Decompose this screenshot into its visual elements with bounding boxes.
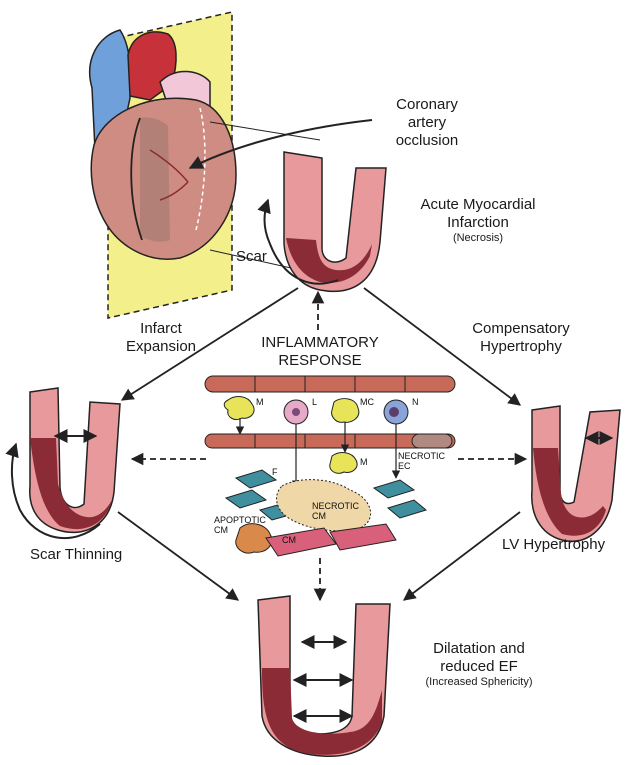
lymphocyte-nucleus <box>292 408 300 416</box>
coronary-line-3: occlusion <box>372 132 482 150</box>
lv-hypertrophy-label: LV Hypertrophy <box>502 536 605 554</box>
cell-label-necrotic-cm: NECROTIC CM <box>312 502 359 522</box>
coronary-line-2: artery <box>372 114 482 132</box>
cell-label-cm: CM <box>282 536 296 546</box>
lv-dilatation <box>258 596 390 756</box>
mast-cell <box>332 399 359 423</box>
arrow-hypertrophy-to-dilatation <box>404 512 520 600</box>
lv-acute-infarction <box>265 152 387 291</box>
infarct-expansion-line-1: Infarct <box>106 320 216 338</box>
necrotic-cm-line-2: CM <box>312 512 359 522</box>
compensatory-line-2: Hypertrophy <box>456 338 586 356</box>
apoptotic-cm-line-2: CM <box>214 526 266 536</box>
cell-label-necrotic-ec: NECROTIC EC <box>398 452 445 472</box>
macrophage-2 <box>330 453 357 474</box>
dilatation-line-2: reduced EF <box>404 658 554 676</box>
coronary-occlusion-label: Coronary artery occlusion <box>372 96 482 150</box>
lv-hypertrophy <box>532 406 620 541</box>
cell-label-m2: M <box>360 458 368 468</box>
cell-label-f: F <box>272 468 278 478</box>
cell-label-n: N <box>412 398 419 408</box>
compensatory-hypertrophy-label: Compensatory Hypertrophy <box>456 320 586 356</box>
infarct-expansion-line-2: Expansion <box>106 338 216 356</box>
dilatation-label: Dilatation and reduced EF (Increased Sph… <box>404 640 554 689</box>
inflammatory-line-1: INFLAMMATORY <box>240 334 400 352</box>
scar-thinning-label: Scar Thinning <box>30 546 122 564</box>
acute-mi-subtitle: (Necrosis) <box>398 232 558 245</box>
necrotic-ec-cell <box>412 434 452 448</box>
compensatory-line-1: Compensatory <box>456 320 586 338</box>
inflammatory-response-label: INFLAMMATORY RESPONSE <box>240 334 400 370</box>
macrophage-1 <box>224 397 254 420</box>
scar-label: Scar <box>236 248 267 266</box>
necrotic-ec-line-2: EC <box>398 462 445 472</box>
coronary-line-1: Coronary <box>372 96 482 114</box>
cut-section <box>140 117 170 241</box>
neutrophil-nucleus <box>389 407 399 417</box>
endothelium-bottom <box>205 434 455 448</box>
infarct-expansion-label: Infarct Expansion <box>106 320 216 356</box>
cell-label-mc: MC <box>360 398 374 408</box>
inflammatory-line-2: RESPONSE <box>240 352 400 370</box>
acute-mi-line-2: Infarction <box>398 214 558 232</box>
cell-label-apoptotic-cm: APOPTOTIC CM <box>214 516 266 536</box>
dilatation-line-1: Dilatation and <box>404 640 554 658</box>
dilatation-subtitle: (Increased Sphericity) <box>404 676 554 689</box>
acute-mi-label: Acute Myocardial Infarction (Necrosis) <box>398 196 558 245</box>
acute-mi-line-1: Acute Myocardial <box>398 196 558 214</box>
lv-scar-thinning <box>12 388 120 538</box>
endothelium-top <box>205 376 455 392</box>
cell-label-l: L <box>312 398 317 408</box>
cell-label-m1: M <box>256 398 264 408</box>
